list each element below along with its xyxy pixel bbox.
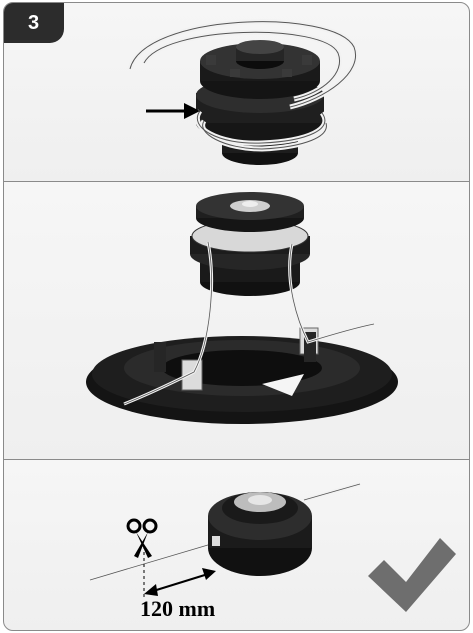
measurement-label: 120 mm <box>140 596 215 622</box>
spool-housing <box>86 328 398 424</box>
checkmark-icon <box>368 538 456 612</box>
spool-insertion-illustration <box>4 182 470 460</box>
spool-icon <box>208 492 312 576</box>
panel-3 <box>3 459 470 631</box>
scissors-icon <box>128 520 156 558</box>
measurement-arrow <box>144 568 216 596</box>
spool-winding-illustration <box>4 3 470 182</box>
panel-2 <box>3 181 470 460</box>
panel-1: 3 <box>3 2 470 182</box>
arrow-icon <box>146 103 200 119</box>
line-trim-illustration <box>4 460 470 631</box>
